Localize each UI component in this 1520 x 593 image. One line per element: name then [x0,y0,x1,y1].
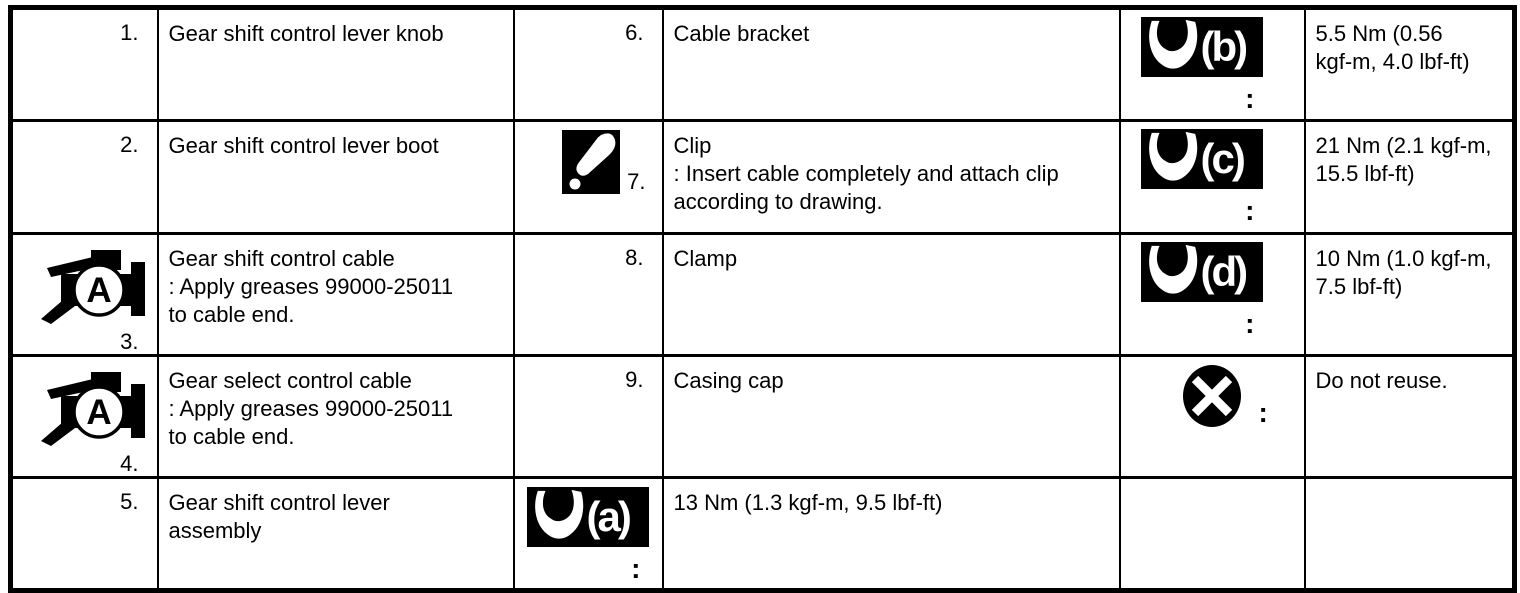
item-number-cell: 2. [9,119,159,235]
torque-spec-cell: 21 Nm (2.1 kgf-m, 15.5 lbf-ft) [1303,119,1516,235]
item-description: Gear shift control lever [168,490,390,515]
item-description: Gear shift control lever boot [168,133,439,158]
grease-a-icon: A [41,250,145,324]
item-number-cell: 1. [9,6,159,122]
item-number: 3. [120,329,139,354]
item-description: Clamp [673,246,738,271]
item-number: 6. [625,20,644,45]
item-note: to cable end. [168,424,295,449]
wrench-icon: (c) [1140,129,1263,189]
item-description-cell: Gear shift control lever knob [156,6,515,122]
item-description: Casing cap [673,368,784,393]
item-number: 8. [625,245,644,270]
note-text: Do not reuse. [1315,368,1448,393]
item-number: 4. [120,451,139,476]
icon-colon: : [1258,397,1268,428]
item-number: 9. [625,367,644,392]
torque-spec: 21 Nm (2.1 kgf-m, [1315,133,1492,158]
item-description-cell: Gear shift control cable : Apply greases… [156,232,515,357]
torque-spec-cell: 13 Nm (1.3 kgf-m, 9.5 lbf-ft) [661,476,1121,592]
torque-spec: 7.5 lbf-ft) [1315,274,1403,299]
wrench-c-icon: (c) : [1122,124,1303,226]
torque-icon-cell: (c) : [1118,119,1306,235]
item-number-cell: 5. [9,476,159,592]
caution-icon [562,130,621,194]
torque-icon-cell: (d) : [1118,232,1306,357]
wrench-icon-label: (a) [586,493,632,540]
item-note: : Apply greases 99000-25011 [168,274,454,299]
table-row-1: 1. Gear shift control lever knob 6. Cabl… [9,6,1516,122]
item-description: assembly [168,518,262,543]
svg-text:A: A [86,271,111,310]
item-number-cell: 7. [512,119,664,235]
do-not-reuse-icon [1182,365,1241,427]
item-number-cell: 9. [512,354,664,479]
item-number: 1. [120,20,139,45]
item-note: : Apply greases 99000-25011 [168,396,454,421]
item-description: Clip [673,133,712,158]
torque-spec-cell: 5.5 Nm (0.56 kgf-m, 4.0 lbf-ft) [1303,6,1516,122]
icon-colon: : [1245,308,1255,339]
wrench-a-icon: (a) : [516,481,661,584]
item-number-cell: 8. [512,232,664,357]
torque-spec: kgf-m, 4.0 lbf-ft) [1315,49,1470,74]
torque-spec: 13 Nm (1.3 kgf-m, 9.5 lbf-ft) [673,490,943,515]
wrench-b-icon: (b) : [1122,11,1303,114]
item-note: according to drawing. [673,189,883,214]
torque-spec-cell: 10 Nm (1.0 kgf-m, 7.5 lbf-ft) [1303,232,1516,357]
table-row-5: 5. Gear shift control lever assembly (a)… [9,476,1516,592]
parts-legend-table: 1. Gear shift control lever knob 6. Cabl… [8,5,1517,593]
wrench-icon-label: (c) [1200,135,1246,182]
item-description-cell: Gear select control cable : Apply grease… [156,354,515,479]
item-description-cell: Gear shift control lever boot [156,119,515,235]
wrench-glyph [1148,131,1197,181]
table-row-4: A 4. Gear select control cable : Apply g… [9,354,1516,479]
wrench-icon-label: (b) [1200,23,1249,70]
item-description-cell: Cable bracket [661,6,1121,122]
item-description: Gear select control cable [168,368,412,393]
svg-text:A: A [86,393,111,432]
item-number: 7. [627,169,646,194]
symbol-icon-cell: : [1118,354,1306,479]
item-note: : Insert cable completely and attach cli… [673,161,1059,186]
table-row-3: A 3. Gear shift control cable : Apply gr… [9,232,1516,357]
torque-icon-cell: (a) : [512,476,664,592]
table-row-2: 2. Gear shift control lever boot 7. Clip… [9,119,1516,235]
item-number-cell: A 3. [9,232,159,357]
item-description: Gear shift control cable [168,246,395,271]
item-number-cell: A 4. [9,354,159,479]
wrench-d-icon: (d) : [1122,237,1303,339]
empty-cell [1303,476,1516,592]
item-note: to cable end. [168,302,295,327]
item-description-cell: Clamp [661,232,1121,357]
item-description-cell: Gear shift control lever assembly [156,476,515,592]
wrench-glyph [534,489,583,539]
wrench-icon: (d) [1140,242,1263,302]
item-description-cell: Casing cap [661,354,1121,479]
wrench-glyph [1148,244,1197,294]
wrench-icon: (a) [526,487,649,547]
icon-colon: : [1245,83,1255,114]
item-number: 2. [120,132,139,157]
torque-icon-cell: (b) : [1118,6,1306,122]
item-description: Gear shift control lever knob [168,21,444,46]
torque-spec: 10 Nm (1.0 kgf-m, [1315,246,1492,271]
wrench-glyph [1148,19,1197,69]
item-description: Cable bracket [673,21,810,46]
wrench-icon-label: (d) [1200,248,1249,295]
item-number: 5. [120,489,139,514]
torque-spec-cell: Do not reuse. [1303,354,1516,479]
torque-spec: 5.5 Nm (0.56 [1315,21,1443,46]
icon-colon: : [631,553,641,584]
empty-cell [1118,476,1306,592]
item-description-cell: Clip : Insert cable completely and attac… [661,119,1121,235]
item-number-cell: 6. [512,6,664,122]
torque-spec: 15.5 lbf-ft) [1315,161,1415,186]
wrench-icon: (b) [1140,17,1263,77]
grease-a-icon: A [41,372,145,446]
icon-colon: : [1245,195,1255,226]
